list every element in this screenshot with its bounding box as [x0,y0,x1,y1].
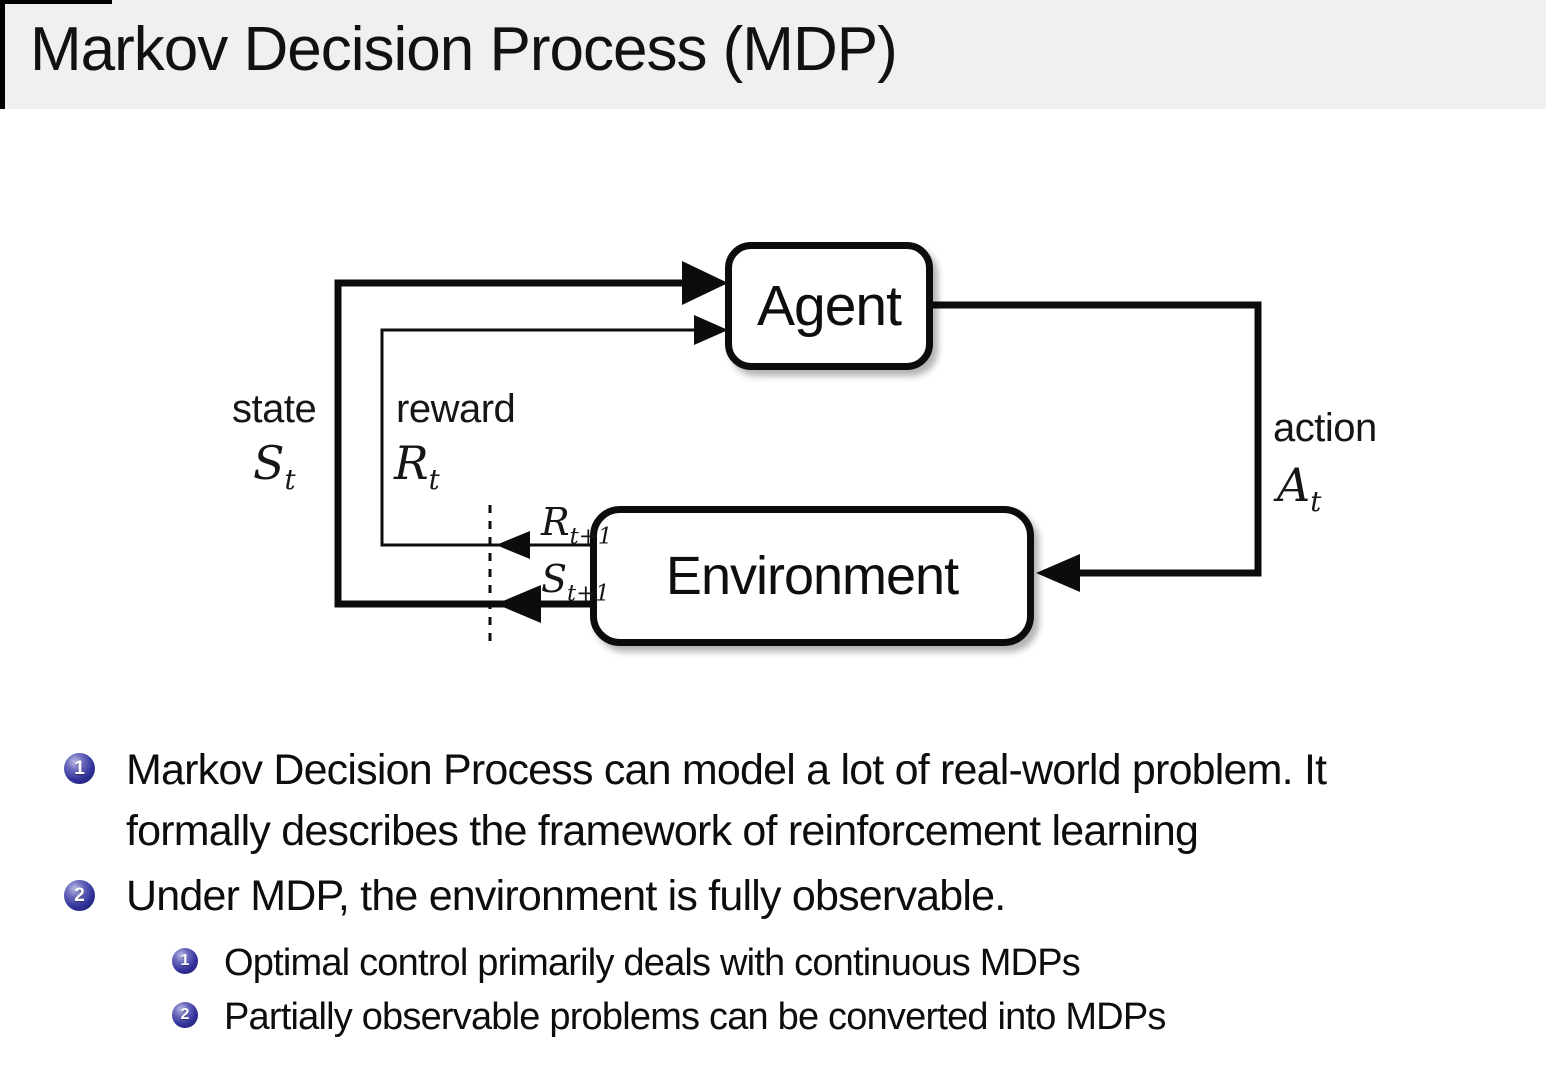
bullet-1-number-badge: 1 [64,753,95,784]
bullet-2-text: Under MDP, the environment is fully obse… [126,866,1006,927]
sub-bullet-1-number-badge: 1 [172,948,198,974]
window-edge-top [0,0,112,4]
next-reward-symbol-base: R [541,500,570,544]
reward-symbol-base: R [394,436,429,490]
sub-bullet-1-text: Optimal control primarily deals with con… [224,936,1081,990]
next-state-symbol-base: S [541,557,568,601]
sub-bullet-2: 2 Partially observable problems can be c… [172,990,1166,1044]
action-symbol-base: A [1277,458,1311,512]
state-label: state [232,387,317,431]
sub-bullet-1-line-1: Optimal control primarily deals with con… [224,942,1081,984]
window-edge-left [0,0,5,109]
sub-bullet-2-number-badge: 2 [172,1002,198,1028]
next-reward-symbol: Rt+1 [541,500,612,548]
environment-box: Environment [590,506,1034,646]
agent-box: Agent [725,242,933,370]
action-symbol: At [1277,458,1321,515]
bullet-2-number-badge: 2 [64,880,95,911]
reward-symbol-sub: t [428,463,440,497]
action-loop-line [928,301,1262,577]
next-state-symbol-sub: t+1 [567,580,610,607]
reward-arrowhead-into-agent-icon [694,315,728,345]
reward-loop-line [380,328,700,547]
bullet-2-line-1: Under MDP, the environment is fully obse… [126,872,1006,920]
diagram-arrows [334,261,1262,644]
state-loop-line [334,279,696,608]
bullet-1-line-2: formally describes the framework of rein… [126,807,1199,855]
state-symbol-sub: t [284,463,296,497]
bullet-2: 2 Under MDP, the environment is fully ob… [64,866,1006,927]
environment-label: Environment [665,546,959,606]
sub-bullet-1: 1 Optimal control primarily deals with c… [172,936,1081,990]
action-arrowhead-into-environment-icon [1036,554,1080,592]
bullet-1: 1 Markov Decision Process can model a lo… [64,740,1327,862]
next-reward-arrowhead-icon [496,531,530,559]
state-arrowhead-into-agent-icon [682,261,728,305]
page-title: Markov Decision Process (MDP) [30,15,898,84]
state-symbol-base: S [253,436,285,490]
bullet-1-text: Markov Decision Process can model a lot … [126,740,1327,862]
action-symbol-sub: t [1310,485,1322,519]
next-reward-symbol-sub: t+1 [569,523,613,550]
bullet-1-line-1: Markov Decision Process can model a lot … [126,746,1327,794]
agent-label: Agent [757,274,902,338]
state-symbol: St [253,436,296,493]
next-state-symbol: St+1 [541,557,610,605]
action-label: action [1273,406,1377,450]
title-band: Markov Decision Process (MDP) [0,0,1546,109]
sub-bullet-2-line-1: Partially observable problems can be con… [224,996,1166,1038]
reward-label: reward [396,387,516,431]
next-state-arrowhead-icon [496,585,541,623]
mdp-diagram: Agent Environment state St reward Rt act… [0,110,1546,680]
reward-symbol: Rt [394,436,440,493]
sub-bullet-2-text: Partially observable problems can be con… [224,990,1166,1044]
